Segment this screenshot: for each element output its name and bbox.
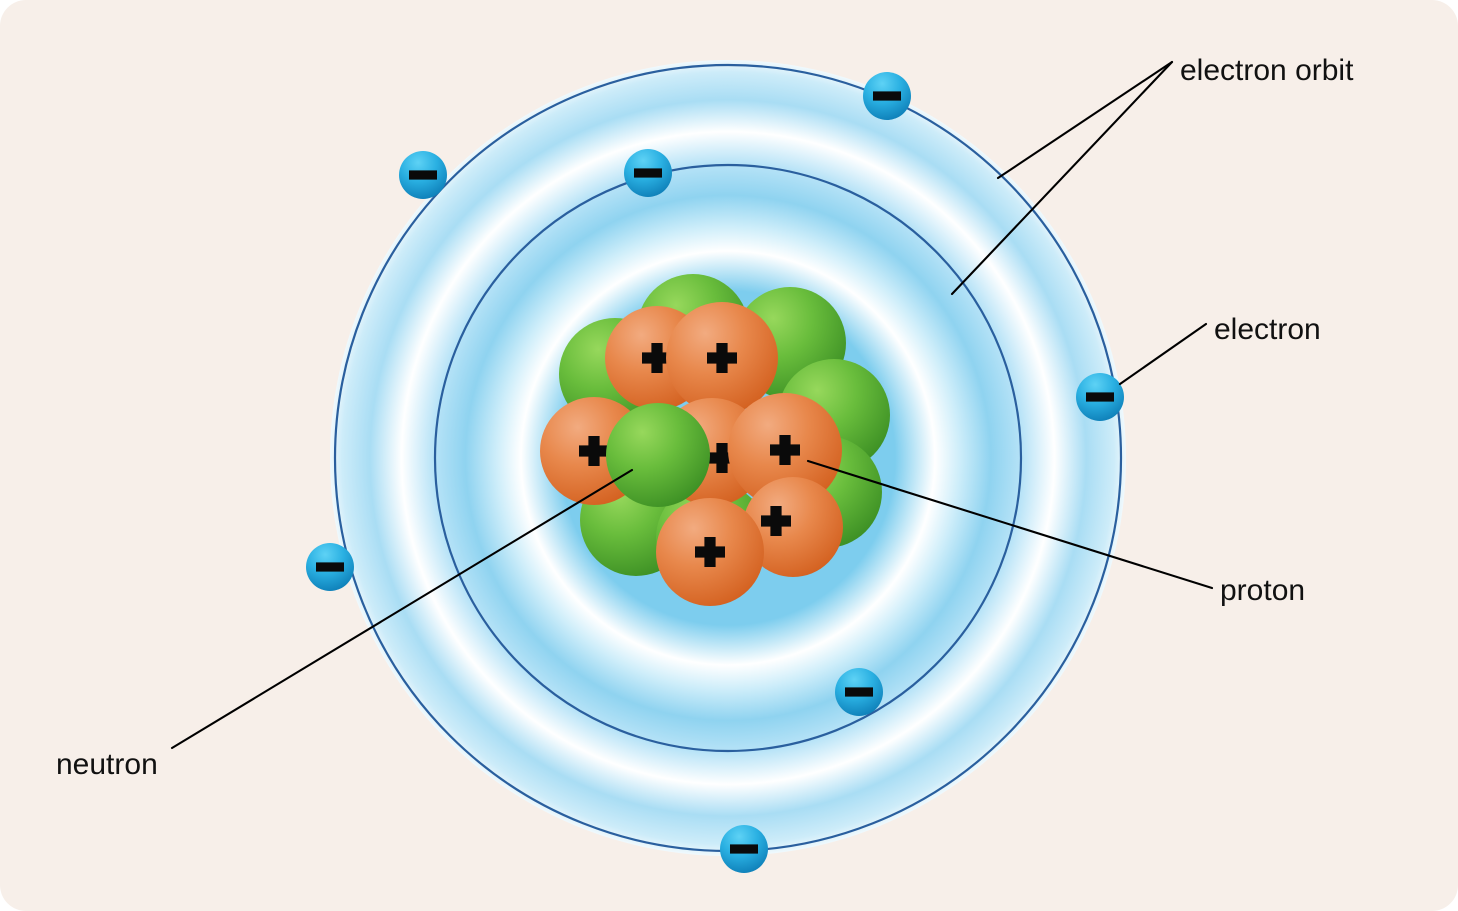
label-electron: electron [1214, 313, 1321, 346]
electron[interactable] [720, 825, 768, 873]
label-neutron: neutron [56, 748, 158, 781]
electron[interactable] [835, 668, 883, 716]
inner-orbit-ring[interactable] [433, 163, 1023, 753]
nucleus [540, 274, 890, 606]
proton-plus-sign [770, 435, 800, 465]
leader-electron-orbit-outer [996, 60, 1174, 180]
proton-plus-sign [707, 343, 737, 373]
proton-plus-sign [642, 343, 672, 373]
proton-plus-sign [579, 436, 609, 466]
label-electron-orbit: electron orbit [1180, 54, 1354, 87]
leader-proton [806, 459, 1214, 590]
proton-sphere[interactable] [743, 477, 843, 577]
electron[interactable] [863, 72, 911, 120]
electron[interactable] [624, 149, 672, 197]
labels: electron orbit electron proton neutron [56, 54, 1354, 781]
proton-plus-sign [761, 506, 791, 536]
electron[interactable] [1076, 373, 1124, 421]
neutron-sphere[interactable] [606, 403, 710, 507]
proton-plus-sign [707, 443, 737, 473]
leader-lines [170, 60, 1214, 750]
leader-neutron [170, 468, 634, 750]
electron[interactable] [306, 543, 354, 591]
label-proton: proton [1220, 574, 1305, 607]
proton-plus-sign [695, 537, 725, 567]
electron[interactable] [399, 151, 447, 199]
electrons [306, 72, 1124, 873]
leader-electron-orbit-inner [950, 60, 1174, 296]
leader-electron [1118, 322, 1208, 386]
